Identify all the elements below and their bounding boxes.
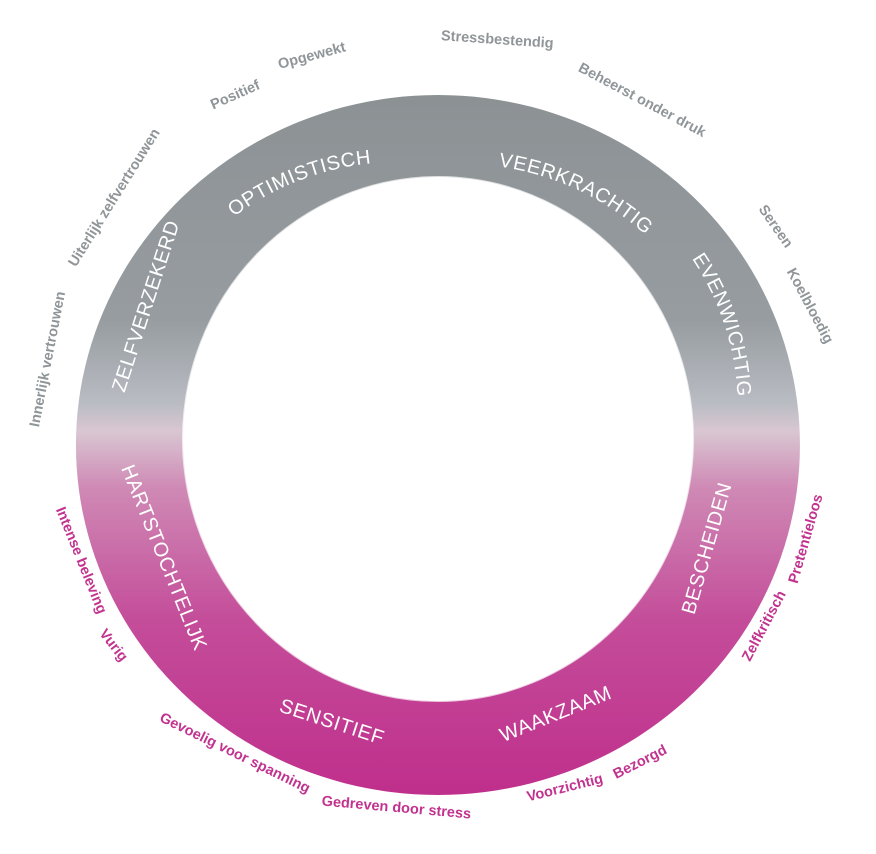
trait-positief: Positief: [208, 77, 263, 113]
trait-sereen: Sereen: [755, 202, 796, 251]
ring-inner-edge: [182, 176, 694, 702]
trait-koelbloedig: Koelbloedig: [783, 266, 836, 347]
trait-bezorgd: Bezorgd: [611, 742, 670, 783]
ring-band: [75, 95, 800, 795]
trait-beheerst: Beheerst onder druk: [576, 60, 710, 141]
trait-opgewekt: Opgewekt: [276, 39, 347, 72]
trait-stressbestendig: Stressbestendig: [440, 28, 554, 52]
trait-gedreven: Gedreven door stress: [321, 794, 472, 823]
trait-vurig: Vurig: [96, 626, 131, 665]
trait-innerlijk: Innerlijk vertrouwen: [27, 290, 69, 428]
